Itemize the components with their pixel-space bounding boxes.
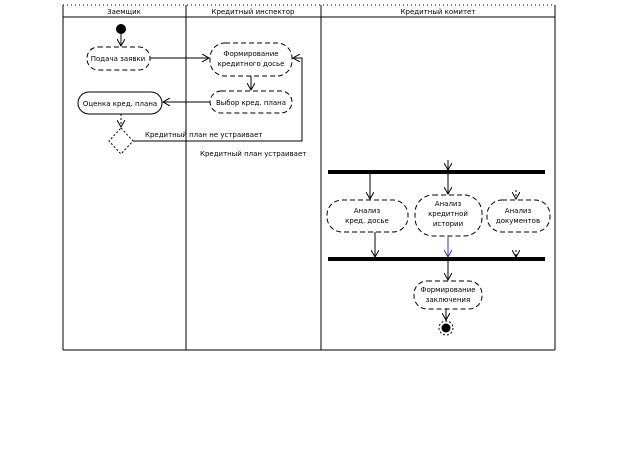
activity-label: кред. досье (345, 217, 389, 225)
activity-choose-plan[interactable]: Выбор кред. плана (209, 90, 293, 114)
lane-header-committee: Кредитный комитет (401, 8, 476, 16)
lane-header-inspector: Кредитный инспектор (212, 8, 296, 16)
activity-label: Анализ (505, 207, 532, 215)
activity-label: Формирование (420, 286, 475, 294)
activity-label: документов (496, 217, 540, 225)
join-bar (328, 257, 545, 261)
activity-dossier[interactable]: Формирование кредитного досье (209, 42, 293, 77)
activity-label: Формирование (223, 50, 278, 58)
activity-evaluate-plan[interactable]: Оценка кред. плана (77, 91, 163, 115)
activity-label: Подача заявки (91, 55, 145, 63)
activity-label: кредитной (428, 210, 468, 218)
initial-node (116, 24, 126, 34)
final-node (441, 323, 451, 333)
activity-label: Анализ (354, 207, 381, 215)
guard-ok: Кредитный план устраивает (200, 150, 306, 158)
activity-label: заключения (426, 296, 470, 304)
decision-node (108, 127, 134, 155)
guard-not-ok: Кредитный план не устраивает (145, 131, 262, 139)
activity-label: истории (433, 220, 463, 228)
lane-header-borrower: Заемщик (107, 8, 141, 16)
activity-label: Оценка кред. плана (83, 100, 157, 108)
activity-conclusion[interactable]: Формирование заключения (413, 280, 483, 310)
activity-analyze-history[interactable]: Анализ кредитной истории (414, 194, 483, 237)
activity-label: Выбор кред. плана (216, 99, 286, 107)
activity-analyze-dossier[interactable]: Анализ кред. досье (326, 199, 409, 233)
activity-label: кредитного досье (218, 60, 285, 68)
activity-analyze-docs[interactable]: Анализ документов (486, 199, 551, 233)
activity-submit[interactable]: Подача заявки (86, 46, 151, 71)
activity-label: Анализ (435, 200, 462, 208)
fork-bar (328, 170, 545, 174)
flow-loop (133, 58, 303, 142)
